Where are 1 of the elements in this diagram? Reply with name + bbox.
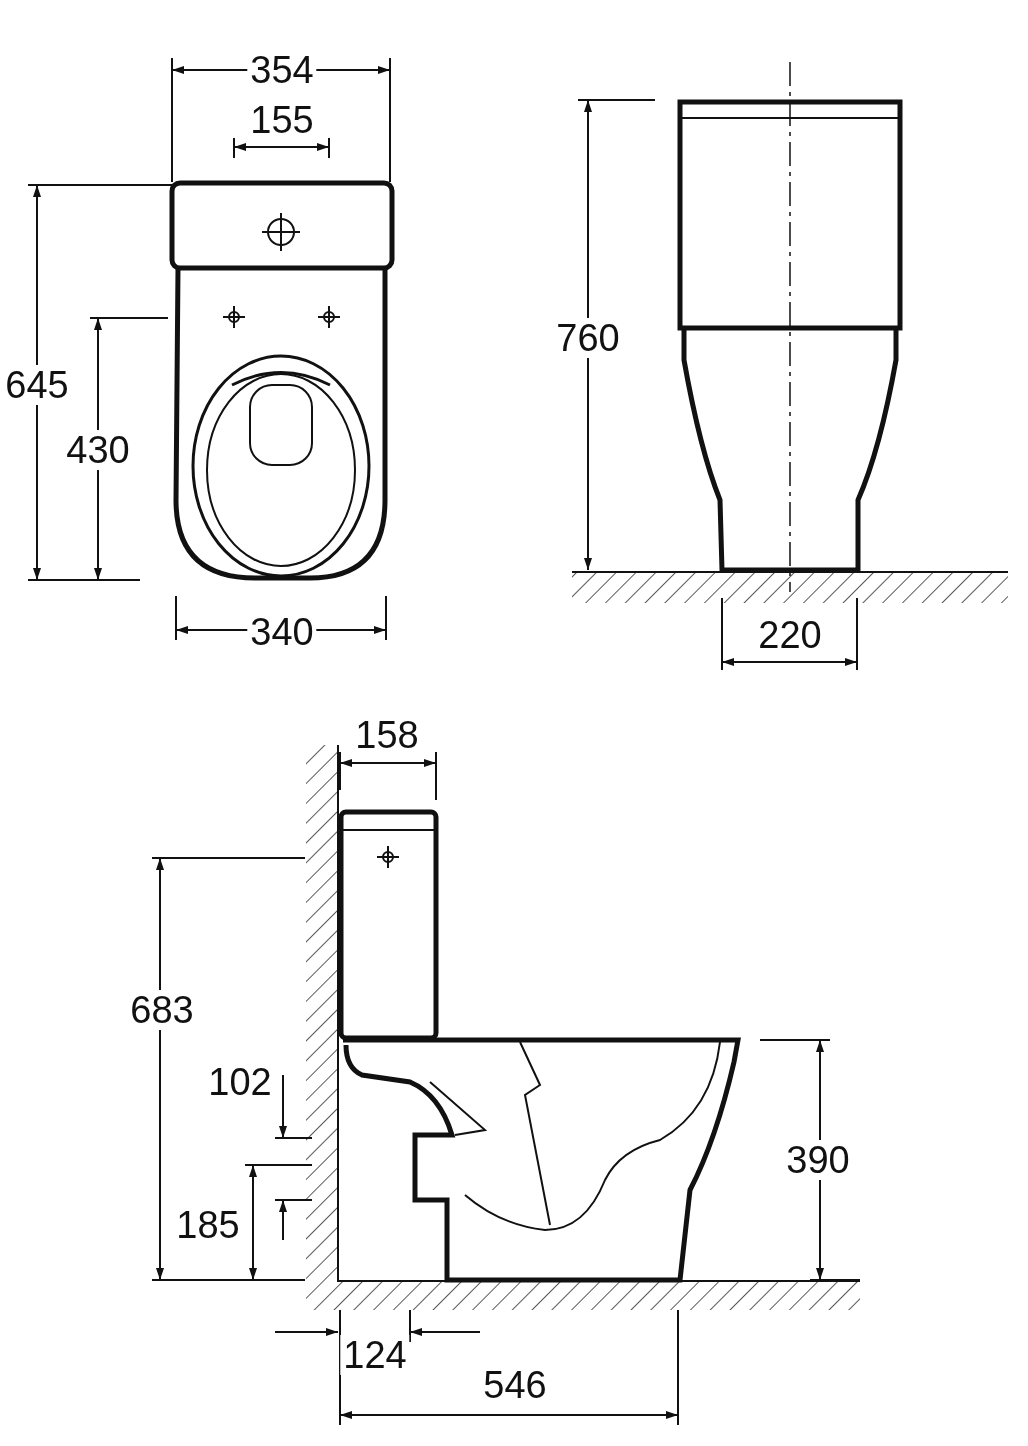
dimension-label: 124	[340, 1335, 410, 1375]
